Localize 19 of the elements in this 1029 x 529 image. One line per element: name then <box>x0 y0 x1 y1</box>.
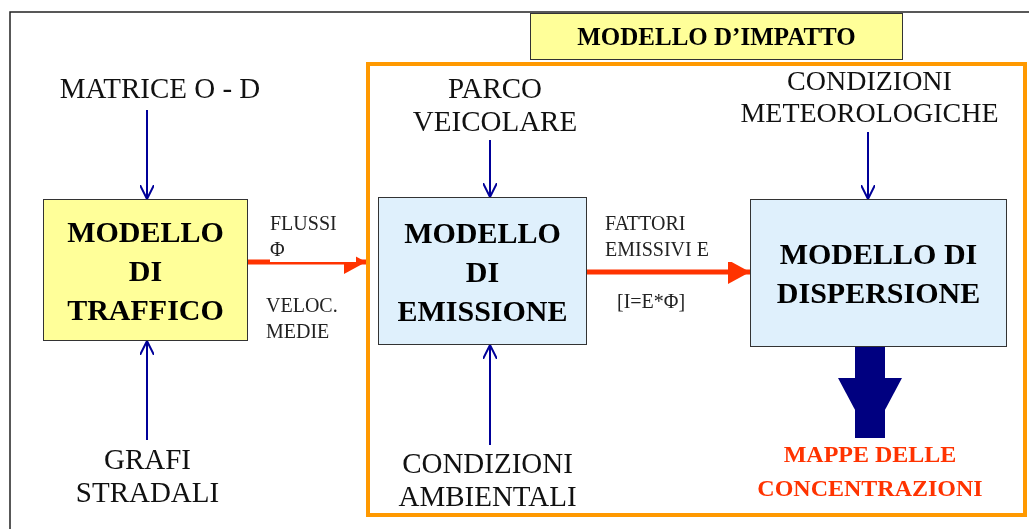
input-label: PARCO VEICOLARE <box>405 70 585 140</box>
input-label: CONDIZIONI AMBIENTALI <box>380 445 595 515</box>
input-label: GRAFI STRADALI <box>55 440 240 512</box>
arrow <box>587 260 750 284</box>
process-box: MODELLO DI DISPERSIONE <box>750 199 1007 347</box>
process-box: MODELLO DI TRAFFICO <box>43 199 248 341</box>
input-label: MATRICE O - D <box>35 68 285 110</box>
group-title: MODELLO D’IMPATTO <box>530 13 903 60</box>
arrow <box>482 344 498 446</box>
arrow <box>139 340 155 441</box>
block-arrow <box>838 347 902 438</box>
flow-label: VELOC. MEDIE <box>266 293 339 344</box>
arrow <box>860 131 876 200</box>
arrow <box>139 109 155 200</box>
arrow <box>482 139 498 198</box>
flow-label: [I=E*Φ] <box>617 289 687 314</box>
process-box: MODELLO DI EMISSIONE <box>378 197 587 345</box>
input-label: CONDIZIONI METEOROLOGICHE <box>712 62 1027 132</box>
output-label: MAPPE DELLE CONCENTRAZIONI <box>725 438 1015 505</box>
